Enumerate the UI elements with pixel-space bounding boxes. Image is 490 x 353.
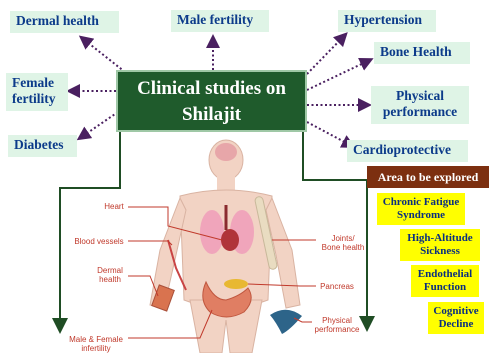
left-connector — [60, 132, 120, 330]
left-lung — [200, 210, 224, 254]
neck — [217, 176, 235, 190]
body-label-joints-line1: Joints/ — [316, 234, 370, 243]
muscle-leg — [270, 310, 302, 334]
explore-item-3-line2: Function — [418, 281, 472, 294]
dermal-health-text: Dermal health — [16, 13, 99, 28]
arrow-bone-health — [307, 60, 370, 90]
physical-performance-line2: performance — [377, 104, 463, 120]
label-dermal-health: Dermal health — [10, 11, 119, 33]
explore-item-1-line1: Chronic Fatigue — [383, 196, 460, 209]
body-label-heart: Heart — [100, 202, 128, 211]
body-label-fertility: Male & Female infertility — [64, 335, 128, 353]
human-body-figure — [150, 140, 302, 353]
body-label-physical-line2: performance — [312, 325, 362, 334]
body-label-fertility-line2: infertility — [64, 344, 128, 353]
body-label-physical-line1: Physical — [312, 316, 362, 325]
physical-performance-line1: Physical — [377, 88, 463, 104]
female-fertility-line1: Female — [12, 75, 62, 91]
body-label-joints-line2: Bone health — [316, 243, 370, 252]
label-bone-health: Bone Health — [374, 42, 470, 64]
label-hypertension: Hypertension — [338, 10, 436, 32]
heart-organ — [221, 229, 239, 251]
hypertension-text: Hypertension — [344, 12, 422, 27]
explore-heading: Area to be explored — [367, 166, 489, 188]
arrow-diabetes — [80, 112, 118, 138]
explore-item-4-line2: Decline — [433, 318, 478, 331]
explore-item-2-line1: High-Altitude — [407, 232, 472, 245]
center-title-box: Clinical studies on Shilajit — [116, 70, 307, 132]
body-label-dermal-line2: health — [92, 275, 128, 284]
arrow-dermal — [82, 38, 125, 72]
body-label-physical: Physical performance — [312, 316, 362, 334]
body-label-blood-vessels: Blood vessels — [70, 237, 128, 246]
explore-item-3-line1: Endothelial — [418, 268, 472, 281]
label-female-fertility: Female fertility — [6, 73, 68, 111]
cardioprotective-text: Cardioprotective — [353, 142, 451, 157]
body-label-dermal: Dermal health — [92, 266, 128, 284]
female-fertility-line2: fertility — [12, 91, 62, 107]
label-diabetes: Diabetes — [8, 135, 77, 157]
label-physical-performance: Physical performance — [371, 86, 469, 124]
body-label-fertility-line1: Male & Female — [64, 335, 128, 344]
explore-item-1-line2: Syndrome — [383, 209, 460, 222]
arrow-hypertension — [307, 35, 345, 74]
center-title-line1: Clinical studies on — [118, 76, 305, 102]
body-label-pancreas: Pancreas — [316, 282, 358, 291]
bone-health-text: Bone Health — [380, 44, 452, 59]
explore-item-4-line1: Cognitive — [433, 305, 478, 318]
center-title-line2: Shilajit — [118, 102, 305, 128]
brain — [215, 143, 237, 161]
male-fertility-text: Male fertility — [177, 12, 253, 27]
diabetes-text: Diabetes — [14, 137, 64, 152]
body-label-dermal-line1: Dermal — [92, 266, 128, 275]
pancreas-organ — [224, 279, 248, 289]
label-male-fertility: Male fertility — [171, 10, 269, 32]
explore-item-2-line2: Sickness — [407, 245, 472, 258]
arrow-cardio — [307, 122, 352, 146]
body-label-joints: Joints/ Bone health — [316, 234, 370, 252]
label-cardioprotective: Cardioprotective — [347, 140, 468, 162]
